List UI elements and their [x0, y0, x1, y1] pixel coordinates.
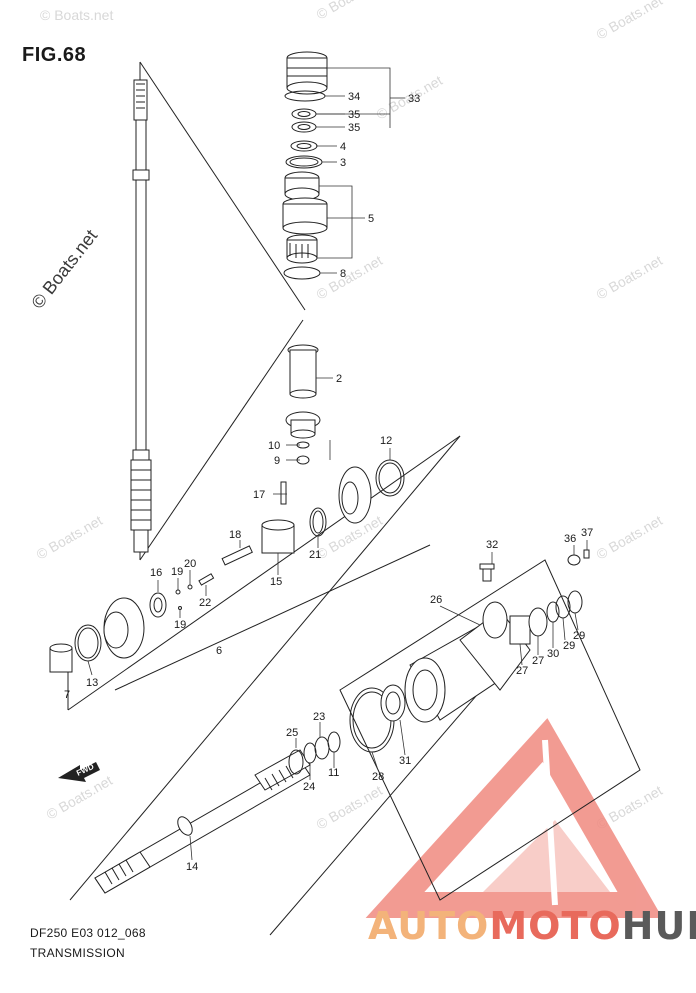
watermark: © Boats.net: [594, 252, 666, 303]
pinion-bearing-stack: [282, 51, 328, 280]
callout-12: 12: [380, 435, 392, 447]
callout-27: 27: [532, 655, 544, 667]
callout-26: 26: [430, 594, 442, 606]
callout-29: 29: [573, 630, 585, 642]
leader-lines: [87, 67, 588, 861]
callout-35: 35: [348, 109, 360, 121]
automotohub-triangle-icon: [365, 718, 663, 918]
callout-21: 21: [309, 549, 321, 561]
automotohub-logo: AUTOMOTOHUB: [368, 904, 696, 948]
figure-name: TRANSMISSION: [30, 946, 125, 960]
callout-7: 7: [64, 689, 70, 701]
drive-shaft: [130, 79, 152, 553]
callout-16: 16: [150, 567, 162, 579]
callout-24: 24: [303, 781, 315, 793]
callout-30: 30: [547, 648, 559, 660]
watermarks: © Boats.net © Boats.net © Boats.net © Bo…: [27, 0, 665, 833]
callout-6: 6: [216, 645, 222, 657]
watermark: © Boats.net: [34, 512, 106, 563]
callout-31: 31: [399, 755, 411, 767]
callout-19: 19: [171, 566, 183, 578]
callout-9: 9: [274, 455, 280, 467]
watermark: © Boats.net: [314, 782, 386, 833]
callout-19: 19: [174, 619, 186, 631]
callout-25: 25: [286, 727, 298, 739]
callout-35: 35: [348, 122, 360, 134]
callout-11: 11: [328, 767, 339, 779]
callout-14: 14: [186, 861, 198, 873]
callout-5: 5: [368, 213, 374, 225]
watermark: © Boats.net: [314, 252, 386, 303]
callout-33: 33: [408, 93, 420, 105]
callout-20: 20: [184, 558, 196, 570]
callout-2: 2: [336, 373, 342, 385]
callout-28: 28: [372, 771, 384, 783]
callout-17: 17: [253, 489, 265, 501]
callout-4: 4: [340, 141, 346, 153]
callout-22: 22: [199, 597, 211, 609]
watermark: © Boats.net: [594, 0, 666, 43]
callout-23: 23: [313, 711, 325, 723]
propeller-shaft: [94, 731, 341, 894]
logo-part-hub: HUB: [621, 904, 696, 948]
callout-18: 18: [229, 529, 241, 541]
logo-part-auto: AUTO: [368, 904, 490, 948]
logo-part-moto: MOTO: [489, 904, 622, 948]
watermark-large: © Boats.net: [27, 226, 101, 313]
callout-3: 3: [340, 157, 346, 169]
callout-36: 36: [564, 533, 576, 545]
callouts: 34 33 35 35 4 3 5 8 2 10 9 12 17 18 21 1…: [64, 91, 593, 873]
callout-13: 13: [86, 677, 98, 689]
watermark: © Boats.net: [594, 512, 666, 563]
callout-27: 27: [516, 665, 528, 677]
callout-32: 32: [486, 539, 498, 551]
figure-title: FIG.68: [22, 44, 87, 66]
callout-34: 34: [348, 91, 360, 103]
watermark: © Boats.net: [40, 7, 113, 23]
propeller-shaft-housing: [349, 549, 590, 753]
callout-10: 10: [268, 440, 280, 452]
gear-clutch-parts: [49, 459, 405, 673]
watermark: © Boats.net: [314, 0, 386, 23]
callout-8: 8: [340, 268, 346, 280]
callout-29: 29: [563, 640, 575, 652]
pinion-parts: [285, 344, 321, 465]
callout-37: 37: [581, 527, 593, 539]
callout-15: 15: [270, 576, 282, 588]
figure-code: DF250 E03 012_068: [30, 926, 146, 940]
